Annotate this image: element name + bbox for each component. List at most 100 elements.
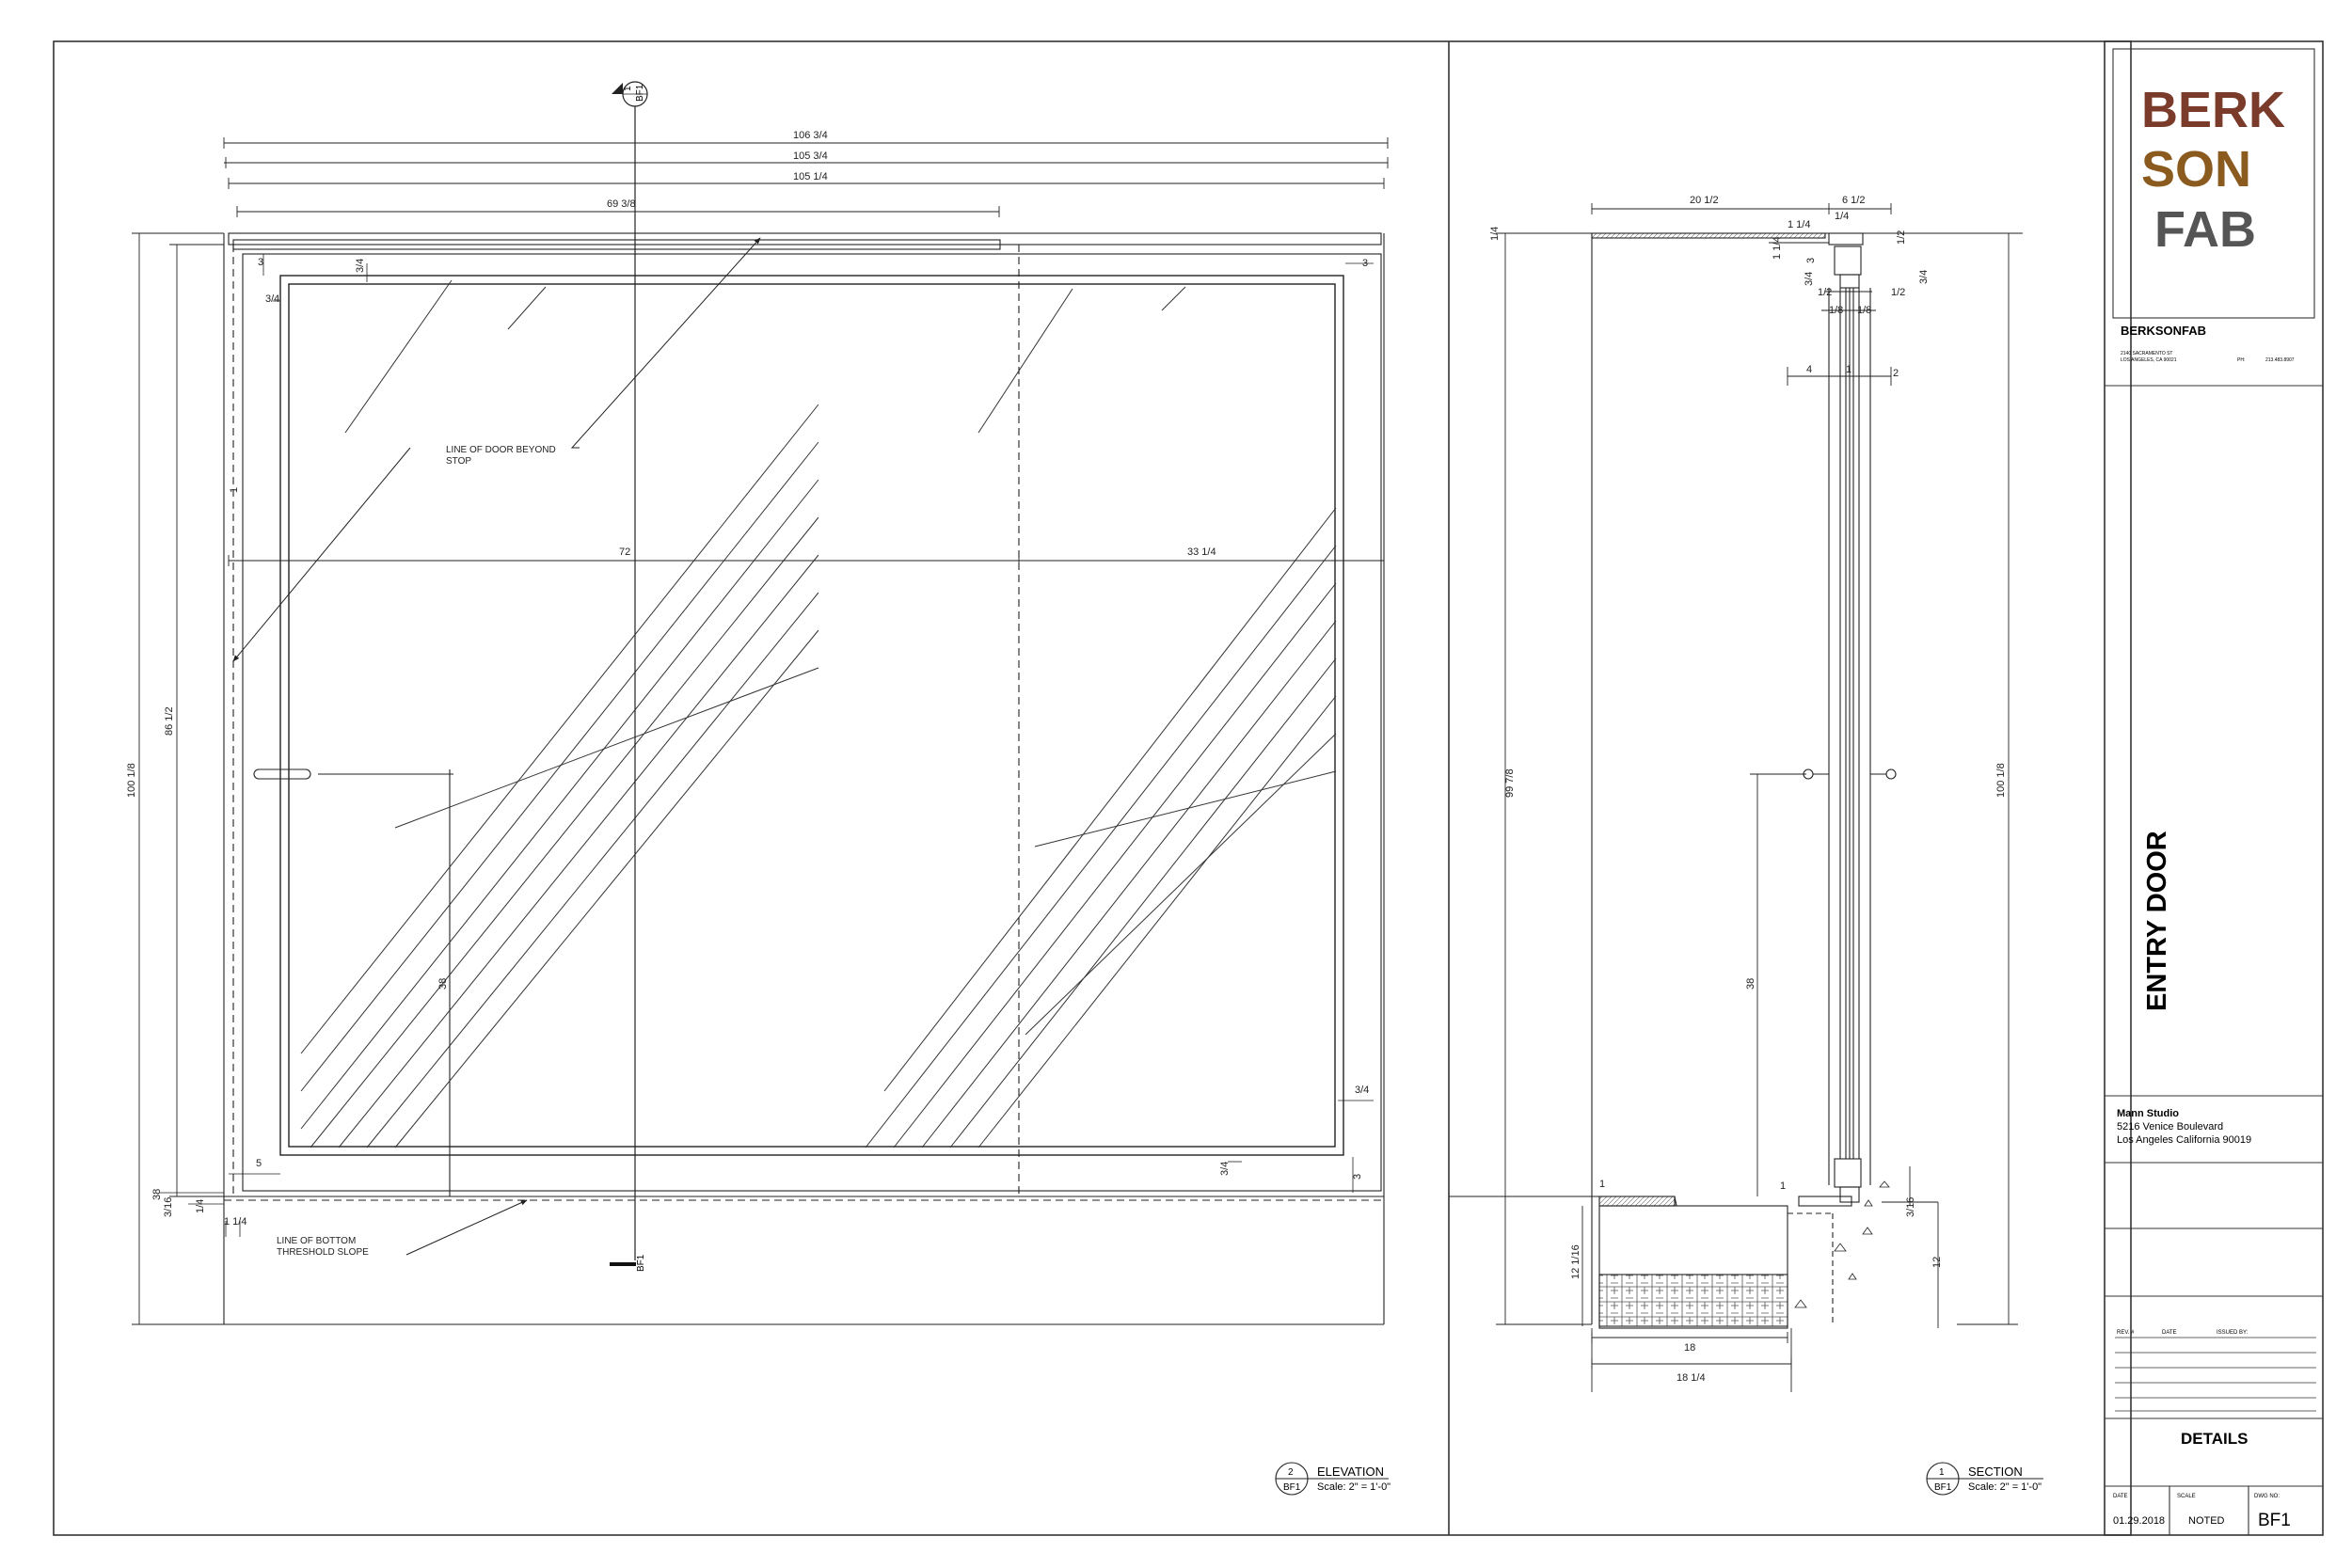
sec-dim-1-2-b: 1/2 xyxy=(1891,287,1905,298)
dim-overall-1: 106 3/4 xyxy=(793,130,828,141)
elevation-tag-number: 2 xyxy=(1288,1467,1294,1478)
date-value: 01.29.2018 xyxy=(2113,1515,2165,1527)
sec-dim-3-4-l: 3/4 xyxy=(1804,272,1815,286)
section-dim-labels: 20 1/2 6 1/2 1 1/4 1/4 1/4 1 1/4 3 1/2 3… xyxy=(1489,195,2007,1384)
sec-dim-small-1-b: 1 xyxy=(1780,1180,1786,1192)
section-view-tag xyxy=(1926,1462,2043,1496)
sec-dim-base-18: 18 xyxy=(1684,1342,1695,1354)
sec-dim-right-12: 12 xyxy=(1931,1257,1943,1268)
elevation-left-dims xyxy=(132,232,224,1325)
client-address-2: Los Angeles California 90019 xyxy=(2117,1134,2251,1146)
section-view-scale: Scale: 2" = 1'-0" xyxy=(1968,1481,2042,1493)
sec-dim-handle: 38 xyxy=(1745,978,1756,990)
glass-hatch xyxy=(300,279,1337,1148)
rev-header-rev: REV. # xyxy=(2117,1330,2135,1336)
section-tag-number: 1 xyxy=(1939,1467,1945,1478)
dim-bottom-d: 1 1/4 xyxy=(224,1216,246,1227)
sec-dim-1-8-a: 1/8 xyxy=(1829,305,1843,316)
sec-dim-right-3-16: 3/16 xyxy=(1905,1197,1916,1217)
note-door-beyond-2: STOP xyxy=(446,456,471,467)
sec-dim-3-4-r: 3/4 xyxy=(1918,270,1930,284)
dim-stop-tick: 1 xyxy=(229,487,240,493)
sec-dim-1-8-b: 1/8 xyxy=(1857,305,1871,316)
sec-dim-1-2-a: 1/2 xyxy=(1818,287,1832,298)
dim-bottom-c: 1/4 xyxy=(195,1199,206,1213)
dim-frame-top-left: 3 xyxy=(258,257,263,268)
dim-right-width: 33 1/4 xyxy=(1187,546,1216,558)
dim-bottom-left: 5 xyxy=(256,1158,262,1169)
note-door-beyond-1: LINE OF DOOR BEYOND xyxy=(446,445,556,455)
drawing-type: DETAILS xyxy=(2181,1430,2248,1448)
rev-header-issued: ISSUED BY: xyxy=(2217,1330,2249,1336)
section-marker-sheet: BF1 xyxy=(635,84,645,102)
sec-dim-small-1: 1 xyxy=(1599,1179,1605,1190)
logo-line-1: BERK xyxy=(2141,82,2285,138)
scale-label: SCALE xyxy=(2177,1494,2196,1499)
elevation-dim-labels: 106 3/4 105 3/4 105 1/4 69 3/8 72 33 1/4… xyxy=(126,130,1369,1227)
elevation-view-title: ELEVATION xyxy=(1317,1465,1384,1479)
sec-dim-1-4-top: 1/4 xyxy=(1835,211,1849,222)
sec-dim-sill-depth: 12 1/16 xyxy=(1570,1244,1581,1279)
dwg-value: BF1 xyxy=(2258,1511,2291,1530)
note-threshold-1: LINE OF BOTTOM xyxy=(277,1236,356,1246)
dim-frame-bottom-right-low: 3 xyxy=(1352,1174,1363,1180)
sec-dim-2: 2 xyxy=(1893,368,1899,379)
sec-dim-top-left: 20 1/2 xyxy=(1690,195,1719,206)
firm-address-2: LOS ANGELES, CA 90021 xyxy=(2121,357,2177,363)
section-cut-label: BF1 xyxy=(636,1254,646,1272)
note-threshold-2: THRESHOLD SLOPE xyxy=(277,1247,369,1258)
dim-frame-left: 3/4 xyxy=(265,293,279,305)
dim-bottom-b: 3/16 xyxy=(163,1197,174,1217)
elevation-view-tag xyxy=(1275,1462,1389,1496)
dim-overall-3: 105 1/4 xyxy=(793,171,828,182)
sec-dim-1: 1 xyxy=(1846,364,1851,375)
sec-dim-top-right: 6 1/2 xyxy=(1842,195,1865,206)
sec-dim-1-2-r: 1/2 xyxy=(1896,230,1907,245)
sec-dim-height-left: 99 7/8 xyxy=(1504,768,1516,798)
dim-bottom-a: 38 xyxy=(151,1189,163,1200)
dim-frame-top-right: 3 xyxy=(1362,258,1368,269)
section-view xyxy=(1449,203,2023,1392)
dim-handle-height: 38 xyxy=(437,978,449,990)
section-tag-sheet: BF1 xyxy=(1934,1482,1952,1493)
sheet-title: ENTRY DOOR xyxy=(2142,831,2172,1011)
client-address-1: 5216 Venice Boulevard xyxy=(2117,1121,2223,1132)
dim-height-opening: 86 1/2 xyxy=(164,706,175,736)
elevation-top-dims xyxy=(223,137,1389,566)
dim-frame-bottom-right-top: 3/4 xyxy=(1355,1085,1369,1096)
dwg-label: DWG NO: xyxy=(2254,1494,2280,1499)
sec-dim-height-right: 100 1/8 xyxy=(1995,763,2007,798)
sec-dim-base-18-1-4: 18 1/4 xyxy=(1677,1372,1706,1384)
scale-value: NOTED xyxy=(2188,1515,2225,1527)
firm-phone: 213.483.8907 xyxy=(2265,357,2295,363)
sec-dim-1-4-left: 1/4 xyxy=(1489,227,1501,241)
berksonfab-logo: BERK SON FAB xyxy=(2141,82,2285,258)
sec-dim-3: 3 xyxy=(1805,258,1817,263)
sec-dim-4: 4 xyxy=(1806,364,1812,375)
dim-top-stop: 69 3/8 xyxy=(607,198,636,210)
dim-height-overall: 100 1/8 xyxy=(126,763,137,798)
client-name: Mann Studio xyxy=(2117,1108,2179,1119)
elevation-view xyxy=(132,99,1389,1325)
firm-address-1: 2140 SACRAMENTO ST xyxy=(2121,351,2172,356)
elevation-view-scale: Scale: 2" = 1'-0" xyxy=(1317,1481,1391,1493)
rev-header-date: DATE xyxy=(2162,1330,2177,1336)
dim-overall-2: 105 3/4 xyxy=(793,150,828,162)
date-label: DATE xyxy=(2113,1494,2128,1499)
dim-left-width: 72 xyxy=(619,546,630,558)
logo-line-3: FAB xyxy=(2154,201,2256,258)
section-view-title: SECTION xyxy=(1968,1465,2023,1479)
firm-name: BERKSONFAB xyxy=(2121,324,2206,338)
section-marker-number: 1 xyxy=(623,86,633,91)
sheet-frames xyxy=(53,40,2324,1536)
title-block xyxy=(2105,48,2323,1535)
elevation-section-marker xyxy=(612,81,648,107)
elevation-notes: LINE OF DOOR BEYOND STOP LINE OF BOTTOM … xyxy=(277,445,556,1258)
elevation-tag-sheet: BF1 xyxy=(1283,1482,1301,1493)
sec-dim-1-1-4-v: 1 1/4 xyxy=(1772,237,1783,260)
dim-frame-top-mid: 3/4 xyxy=(355,259,366,273)
logo-line-2: SON xyxy=(2141,141,2251,198)
dim-frame-bottom-right-mid: 3/4 xyxy=(1219,1162,1231,1176)
firm-phone-label: PH: xyxy=(2237,357,2245,363)
sec-dim-1-1-4: 1 1/4 xyxy=(1788,219,1810,230)
